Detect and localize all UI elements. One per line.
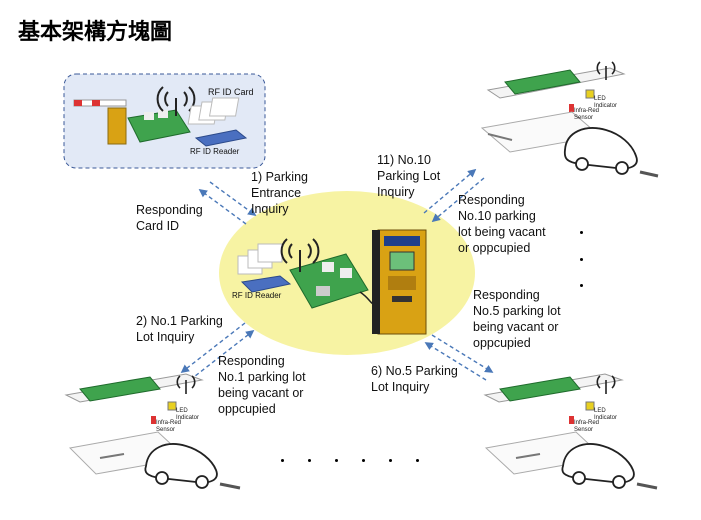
arrow-entrance-response bbox=[198, 189, 247, 225]
arrow-lot1-response bbox=[189, 329, 255, 381]
barrier-gate-icon bbox=[107, 107, 127, 145]
car-icon-no10 bbox=[563, 127, 638, 175]
label-parking-entrance-inquiry: 1) Parking Entrance Inquiry bbox=[251, 170, 308, 216]
hub-rfid-cards-icon bbox=[237, 243, 283, 275]
arrow-lot1-request bbox=[180, 322, 246, 374]
hub-controller-board-icon bbox=[289, 253, 369, 309]
entrance-reader-label: RF ID Reader bbox=[190, 147, 240, 156]
rfid-cards-icon bbox=[187, 97, 240, 125]
ellipsis-dot bbox=[308, 459, 311, 462]
parking-kiosk-icon bbox=[372, 229, 427, 335]
ellipsis-dot bbox=[580, 258, 583, 261]
entrance-box bbox=[63, 73, 266, 169]
arrow-lot5-request bbox=[431, 334, 494, 373]
car-icon-no5 bbox=[561, 443, 635, 489]
label-responding-lot10: Responding No.10 parking lot being vacan… bbox=[458, 193, 546, 255]
ellipsis-dot bbox=[416, 459, 419, 462]
lot-unit-no5 bbox=[483, 373, 658, 490]
label-responding-card-id: Responding Card ID bbox=[136, 203, 203, 233]
entrance-card-label: RF ID Card bbox=[208, 87, 254, 97]
ellipsis-dot bbox=[335, 459, 338, 462]
antenna-icon bbox=[156, 86, 196, 116]
ellipsis-dot bbox=[580, 231, 583, 234]
rfid-reader-icon bbox=[194, 129, 248, 147]
label-lot5-inquiry: 6) No.5 Parking Lot Inquiry bbox=[371, 364, 458, 394]
arrow-entrance-request bbox=[209, 181, 257, 216]
label-lot1-inquiry: 2) No.1 Parking Lot Inquiry bbox=[136, 314, 223, 344]
led-label-no5: LED Indicator bbox=[594, 408, 618, 421]
label-responding-lot5: Responding No.5 parking lot being vacant… bbox=[473, 288, 561, 350]
ellipsis-dot bbox=[281, 459, 284, 462]
ir-label-no5: Infra-Red Sensor bbox=[574, 420, 600, 433]
ellipsis-dot bbox=[580, 284, 583, 287]
ellipsis-dot bbox=[389, 459, 392, 462]
led-label-no1: LED Indicator bbox=[176, 408, 200, 421]
ir-label-no1: Infra-Red Sensor bbox=[156, 420, 182, 433]
label-lot10-inquiry: 11) No.10 Parking Lot Inquiry bbox=[377, 153, 441, 199]
led-label-no10: LED Indicator bbox=[594, 96, 618, 109]
hub-rfid-reader-icon bbox=[240, 275, 292, 293]
ir-label-no10: Infra-Red Sensor bbox=[574, 108, 600, 121]
car-icon-no1 bbox=[144, 443, 218, 489]
hub-reader-label: RF ID Reader bbox=[232, 291, 282, 300]
hub-antenna-icon bbox=[280, 238, 320, 272]
arrow-lot5-response bbox=[424, 342, 487, 381]
lot-unit-no1 bbox=[64, 373, 241, 490]
page-title: 基本架構方塊圖 bbox=[18, 20, 173, 45]
ellipsis-dot bbox=[362, 459, 365, 462]
label-responding-lot1: Responding No.1 parking lot being vacant… bbox=[218, 354, 306, 416]
lot-unit-no10 bbox=[480, 61, 659, 178]
